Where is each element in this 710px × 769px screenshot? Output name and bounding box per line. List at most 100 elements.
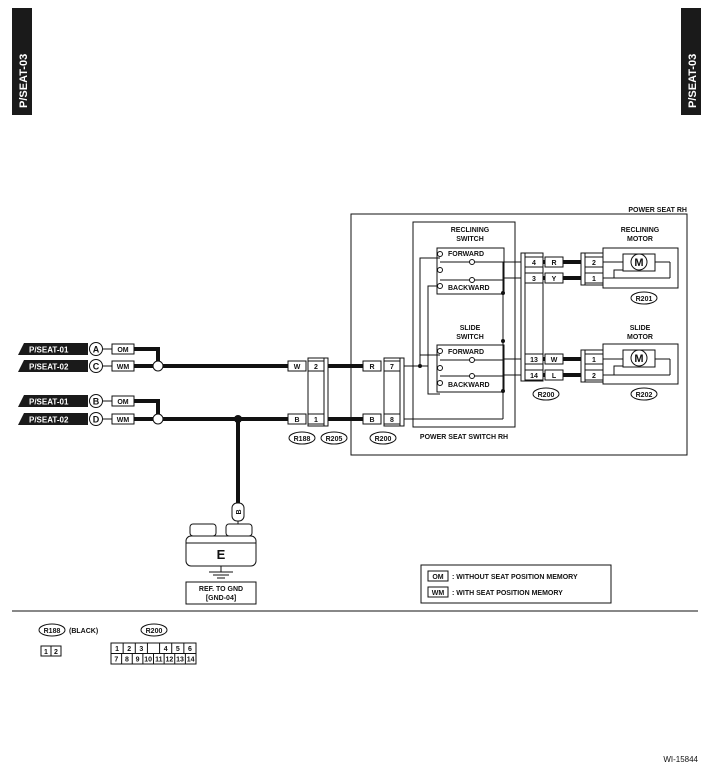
- r200-pin-4: 4: [532, 260, 536, 267]
- left-section-tab: P/SEAT-03: [12, 8, 32, 115]
- r188-label: R188: [294, 436, 311, 443]
- reclining-switch[interactable]: RECLINING SWITCH FORWARD BACKWARD: [436, 227, 505, 295]
- wire-color-l: L: [552, 373, 557, 380]
- slide-motor-title1: SLIDE: [630, 325, 651, 332]
- reclining-forward-label: FORWARD: [448, 251, 484, 258]
- reclining-motor-m-symbol: M: [634, 257, 643, 269]
- r200-wire-8: B: [369, 417, 374, 424]
- wire-color-r: R: [551, 260, 556, 267]
- r188-pin-1: 1: [314, 417, 318, 424]
- legend: OM : WITHOUT SEAT POSITION MEMORY WM : W…: [420, 564, 612, 604]
- input-ref-c-letter: C: [93, 362, 100, 372]
- slide-motor-title2: MOTOR: [627, 334, 653, 341]
- slide-switch-title2: SWITCH: [456, 334, 484, 341]
- input-ref-d-label: P/SEAT-02: [29, 416, 69, 425]
- legend-om-code: OM: [432, 574, 443, 581]
- reclining-motor-pin-2: 2: [592, 260, 596, 267]
- r202-label: R202: [636, 392, 653, 399]
- r200-view-label: R200: [146, 628, 163, 635]
- input-ref-c-label: P/SEAT-02: [29, 363, 69, 372]
- ground-letter: E: [217, 547, 226, 562]
- r200-view-pin-8: 8: [125, 657, 129, 664]
- input-ref-c[interactable]: P/SEAT-02 C WM: [18, 359, 135, 373]
- r200-view-pin-2: 2: [127, 646, 131, 653]
- ground-wire-color: B: [236, 509, 243, 514]
- connector-view-r188[interactable]: R188 (BLACK) 1 2: [38, 623, 98, 657]
- wire-color-y: Y: [552, 276, 557, 283]
- r200-view-pin-4: 4: [164, 646, 168, 653]
- connector-r188[interactable]: W B 2 1 R188 R205: [287, 357, 348, 445]
- input-ref-b[interactable]: P/SEAT-01 B OM: [18, 394, 135, 408]
- reclining-motor-title2: MOTOR: [627, 236, 653, 243]
- input-ref-d-code: WM: [117, 417, 130, 424]
- legend-om-text: : WITHOUT SEAT POSITION MEMORY: [452, 574, 578, 581]
- input-ref-b-code: OM: [117, 399, 128, 406]
- power-seat-title: POWER SEAT RH: [628, 207, 687, 214]
- slide-forward-label: FORWARD: [448, 349, 484, 356]
- reclining-switch-title2: SWITCH: [456, 236, 484, 243]
- r188-view-pin-1: 1: [44, 649, 48, 656]
- r188-wire-1: B: [294, 417, 299, 424]
- slide-backward-label: BACKWARD: [448, 382, 490, 389]
- r188-view-label: R188: [44, 628, 61, 635]
- r188-view-color: (BLACK): [69, 628, 98, 635]
- r200-view-pin-5: 5: [176, 646, 180, 653]
- reclining-motor-title1: RECLINING: [621, 227, 660, 234]
- r200-view-pin-10: 10: [144, 657, 152, 664]
- r200-pin-7: 7: [390, 364, 394, 371]
- legend-wm-text: : WITH SEAT POSITION MEMORY: [452, 590, 563, 597]
- slide-motor-pin-1: 1: [592, 357, 596, 364]
- input-ref-b-letter: B: [93, 397, 100, 407]
- r200-pin-3: 3: [532, 276, 536, 283]
- left-tab-label: P/SEAT-03: [18, 54, 30, 108]
- r188-view-pin-2: 2: [54, 649, 58, 656]
- connector-r200-output[interactable]: 4 3 13 14 R200 R Y W L: [504, 252, 585, 401]
- connector-r200-input[interactable]: R B 7 8 R200: [362, 357, 405, 445]
- input-ref-a-letter: A: [93, 345, 100, 355]
- r200-view-pin-7: 7: [114, 657, 118, 664]
- r205-label: R205: [326, 436, 343, 443]
- slide-switch[interactable]: SLIDE SWITCH FORWARD BACKWARD: [436, 325, 505, 393]
- r188-wire-2: W: [294, 364, 301, 371]
- input-ref-a-code: OM: [117, 347, 128, 354]
- reclining-motor[interactable]: RECLINING MOTOR 2 1 M R201: [580, 227, 679, 305]
- slide-motor-pin-2: 2: [592, 373, 596, 380]
- r200-view-row1: 1 2 3 4 5 6: [115, 642, 192, 653]
- r200-pin-8: 8: [390, 417, 394, 424]
- r201-label: R201: [636, 296, 653, 303]
- r200-output-label: R200: [538, 392, 555, 399]
- input-ref-a[interactable]: P/SEAT-01 A OM: [18, 342, 135, 356]
- r200-view-pin-11: 11: [155, 657, 163, 664]
- r200-view-pin-13: 13: [176, 657, 184, 664]
- r200-view-pin-14: 14: [187, 657, 195, 664]
- input-ref-d[interactable]: P/SEAT-02 D WM: [18, 412, 135, 426]
- harness-wires: [134, 347, 363, 505]
- r200-view-pin-12: 12: [166, 657, 174, 664]
- slide-switch-title1: SLIDE: [460, 325, 481, 332]
- switch-box-title: POWER SEAT SWITCH RH: [420, 434, 508, 441]
- power-seat-switch-rh: POWER SEAT SWITCH RH: [404, 221, 516, 441]
- input-ref-b-label: P/SEAT-01: [29, 398, 69, 407]
- ground-ref-line2: [GND-04]: [206, 595, 236, 602]
- r200-view-pin-1: 1: [115, 646, 119, 653]
- slide-motor-m-symbol: M: [634, 353, 643, 365]
- right-tab-label: P/SEAT-03: [687, 54, 699, 108]
- r200-pin-14: 14: [530, 373, 538, 380]
- input-ref-c-code: WM: [117, 364, 130, 371]
- r200-pin-13: 13: [530, 357, 538, 364]
- r188-pin-2: 2: [314, 364, 318, 371]
- ground-point-e[interactable]: B E REF. TO GND [GND-04]: [185, 502, 257, 605]
- input-ref-a-label: P/SEAT-01: [29, 346, 69, 355]
- r200-view-pin-6: 6: [188, 646, 192, 653]
- slide-motor[interactable]: SLIDE MOTOR 1 2 M R202: [580, 325, 679, 401]
- reclining-switch-title1: RECLINING: [451, 227, 490, 234]
- wire-color-w: W: [551, 357, 558, 364]
- ground-ref-line1: REF. TO GND: [199, 586, 243, 593]
- input-ref-d-letter: D: [93, 415, 100, 425]
- r200-view-pin-3: 3: [139, 646, 143, 653]
- reclining-backward-label: BACKWARD: [448, 285, 490, 292]
